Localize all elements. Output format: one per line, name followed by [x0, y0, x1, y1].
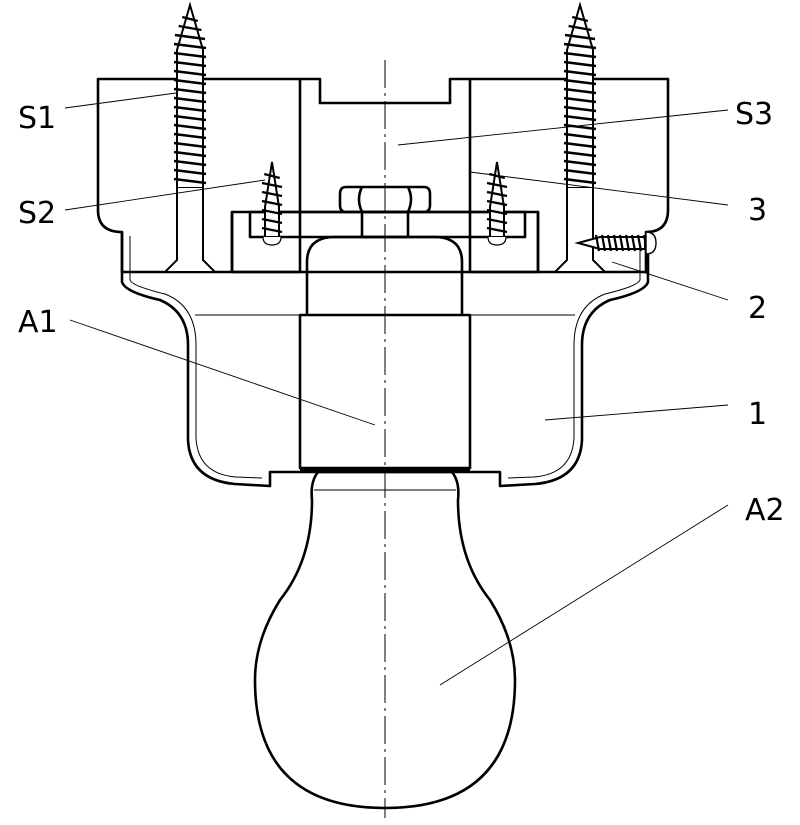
screws — [162, 1, 657, 273]
wood-screw-s1 — [162, 1, 218, 273]
small-screw-s2 — [261, 161, 283, 246]
small-screw-right — [486, 161, 508, 246]
label-s1: S1 — [18, 101, 56, 136]
leader-lines — [64, 92, 729, 686]
side-screw — [574, 231, 657, 255]
lamp-holder-top — [305, 235, 464, 315]
label-a2: A2 — [745, 493, 785, 528]
wood-screw-right — [552, 1, 608, 273]
label-part-3: 3 — [748, 193, 767, 228]
label-s2: S2 — [18, 196, 56, 231]
label-a1: A1 — [18, 305, 58, 340]
label-s3: S3 — [735, 97, 773, 132]
label-part-1: 1 — [748, 397, 767, 432]
hex-nut — [338, 185, 432, 214]
label-part-2: 2 — [748, 291, 767, 326]
mounting-plate — [248, 210, 527, 239]
